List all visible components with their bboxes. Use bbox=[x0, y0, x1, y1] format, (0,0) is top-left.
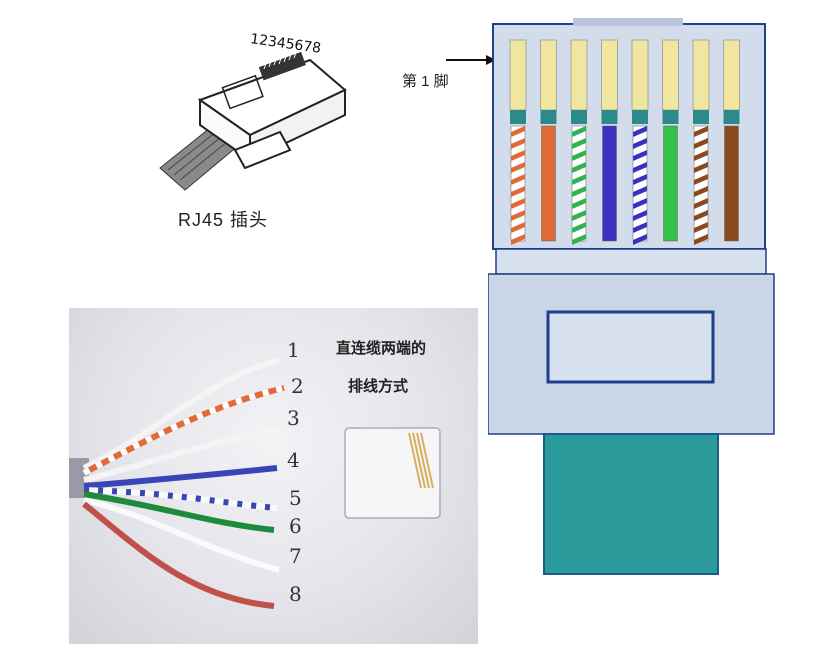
rj45-plug-label: RJ45 插头 bbox=[178, 210, 269, 230]
wire-number-2: 2 bbox=[291, 374, 304, 398]
rj45-plug-sketch bbox=[159, 46, 347, 191]
pin-2 bbox=[540, 39, 557, 124]
wire-number-6: 6 bbox=[289, 514, 302, 538]
wire-number-8: 8 bbox=[289, 582, 302, 606]
pin-1 bbox=[509, 39, 527, 124]
pin-6 bbox=[662, 39, 679, 124]
twisted-pair-illustration bbox=[69, 357, 441, 609]
wire-number-4: 4 bbox=[287, 448, 300, 472]
pin1-arrow-icon bbox=[446, 55, 496, 65]
wire-8 bbox=[724, 125, 739, 242]
wire-1 bbox=[510, 125, 526, 245]
photo-caption-line2: 排线方式 bbox=[348, 378, 409, 395]
wire-5 bbox=[632, 125, 648, 245]
wire-number-5: 5 bbox=[289, 486, 302, 510]
wire-3 bbox=[571, 125, 587, 245]
pin-7 bbox=[692, 39, 710, 124]
wire-7 bbox=[693, 125, 709, 245]
wire-4 bbox=[602, 125, 617, 242]
pin-4 bbox=[601, 39, 618, 124]
wire-group bbox=[509, 39, 740, 245]
pin-3 bbox=[570, 39, 588, 124]
wire-2 bbox=[541, 125, 556, 242]
pin-8 bbox=[723, 39, 740, 124]
wire-6 bbox=[663, 125, 678, 242]
wire-photo: 1 2 3 4 5 6 7 8 bbox=[69, 308, 478, 644]
photo-caption-line1: 直连缆两端的 bbox=[336, 340, 427, 357]
wire-number-7: 7 bbox=[289, 544, 302, 568]
pin1-label: 第 1 脚 bbox=[402, 73, 449, 90]
wire-number-1: 1 bbox=[287, 338, 300, 362]
wire-number-3: 3 bbox=[287, 406, 300, 430]
pin-5 bbox=[631, 39, 649, 124]
rj45-connector-diagram bbox=[488, 18, 775, 575]
